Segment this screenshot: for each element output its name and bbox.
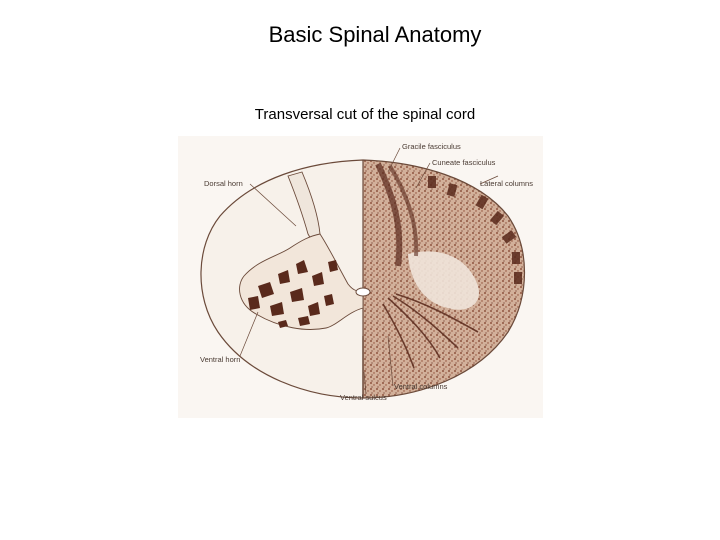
label-ventral-columns: Ventral columns xyxy=(394,382,448,391)
ventral-horn-neurons xyxy=(248,260,338,328)
slide-subtitle: Transversal cut of the spinal cord xyxy=(254,106,476,123)
leader-lines xyxy=(239,147,499,395)
lateral-rim-blocks xyxy=(428,176,522,284)
central-canal xyxy=(355,287,371,297)
label-cuneate-fasciculus: Cuneate fasciculus xyxy=(432,158,496,167)
label-dorsal-horn: Dorsal horn xyxy=(204,179,243,188)
ventral-root-lines xyxy=(382,293,479,369)
spinal-cord-diagram: Gracile fasciculus Cuneate fasciculus La… xyxy=(178,136,543,418)
cord-right-half xyxy=(363,159,526,399)
label-ventral-sulcus: Ventral sulcus xyxy=(340,393,387,402)
label-lateral-columns: Lateral columns xyxy=(480,179,533,188)
slide-title: Basic Spinal Anatomy xyxy=(268,22,482,47)
spinal-cord-figure: Gracile fasciculus Cuneate fasciculus La… xyxy=(178,136,543,418)
label-gracile-fasciculus: Gracile fasciculus xyxy=(402,142,461,151)
ventral-horn-shape xyxy=(239,233,364,330)
label-ventral-horn: Ventral horn xyxy=(200,355,240,364)
